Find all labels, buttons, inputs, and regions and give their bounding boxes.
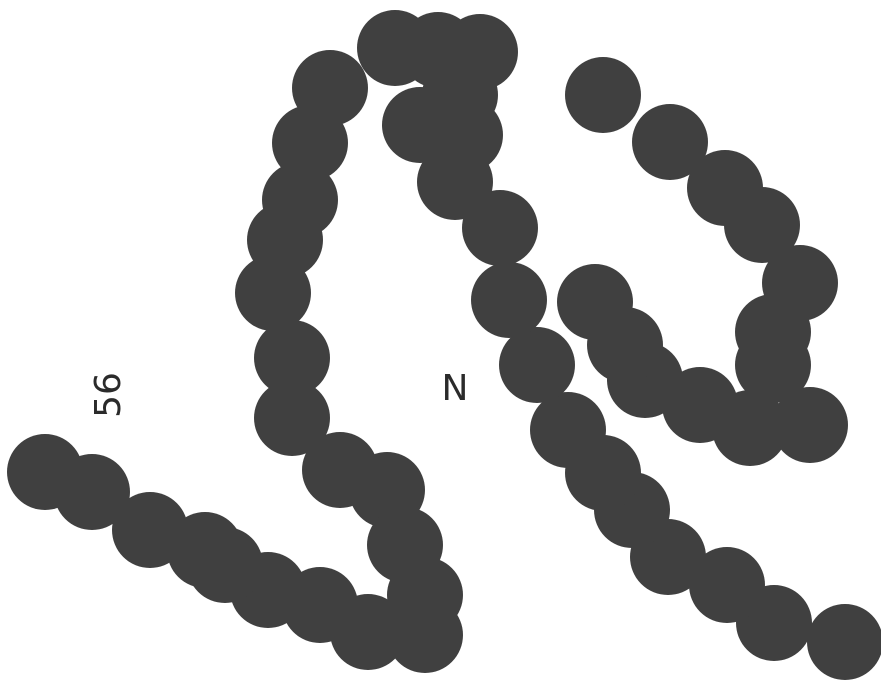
end-label: 56 (88, 372, 129, 418)
chain-bead (530, 392, 606, 468)
chain-bead (499, 327, 575, 403)
chain-bead (7, 434, 83, 510)
chain-bead (357, 10, 433, 86)
chain-bead (235, 255, 311, 331)
start-label: N (442, 368, 469, 409)
chain-bead (557, 264, 633, 340)
chain-bead (471, 262, 547, 338)
chain-bead (565, 57, 641, 133)
bead-chain (7, 10, 881, 680)
chain-bead (807, 604, 881, 680)
